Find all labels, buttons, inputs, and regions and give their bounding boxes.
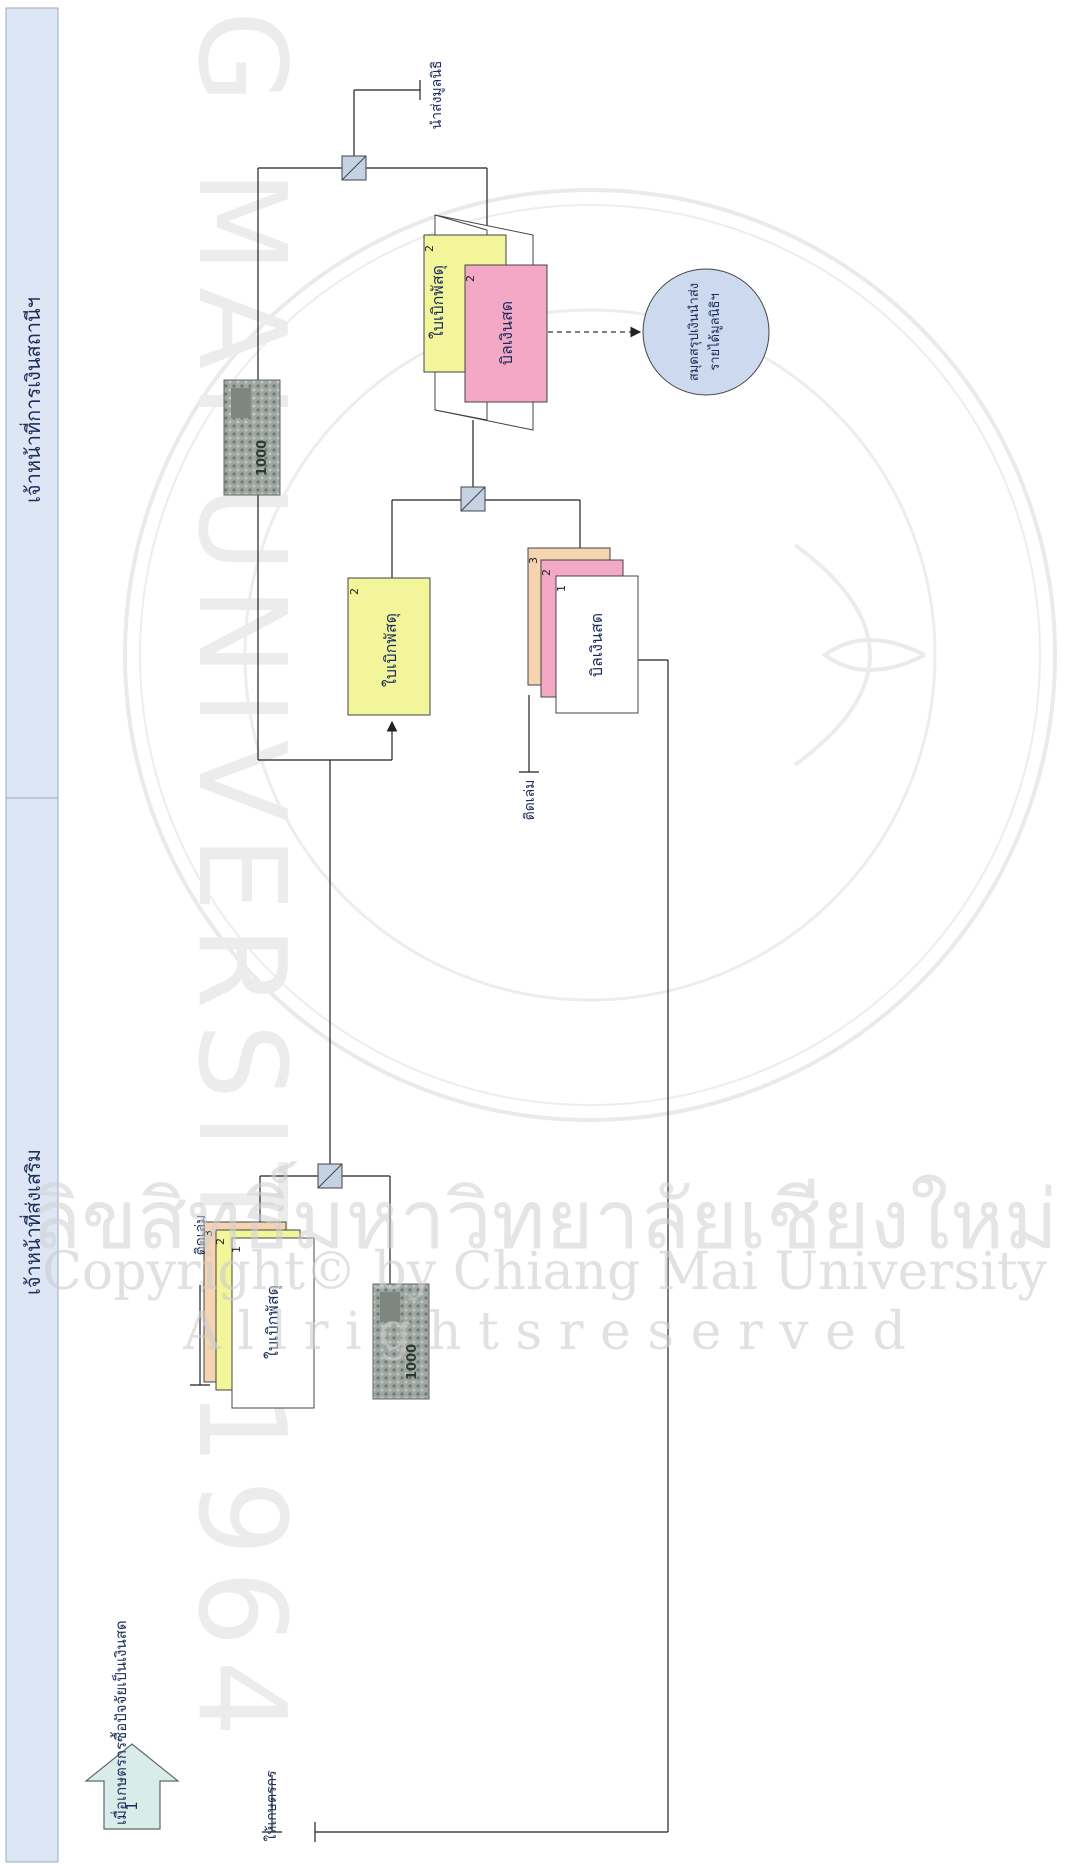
merge-box-finance <box>461 487 485 511</box>
copy-number: 1 <box>555 585 568 592</box>
lane-header-finance-officer: เจ้าหน้าที่การเงินสถานีฯ <box>6 8 58 798</box>
copy-number: 2 <box>464 275 477 282</box>
requisition-copy-2: 2 ใบเบิกพัสดุ <box>348 578 430 715</box>
ledger-line-2: รายได้มูลนิธิฯ <box>707 293 723 371</box>
banknote-icon: 1000 <box>224 380 280 495</box>
label-submit-foundation: นำส่งมูลนิธิ <box>429 61 445 130</box>
ledger-line-1: สมุดสรุปเงินนำส่ง <box>687 283 702 381</box>
lane-label-extension-officer: เจ้าหน้าที่ส่งเสริม <box>19 1149 45 1295</box>
document-title: บิลเงินสด <box>587 613 606 677</box>
copy-number: 2 <box>348 588 361 595</box>
cash-bill-document-set: 3 2 1 บิลเงินสด <box>527 548 638 713</box>
start-step-description: เมื่อเกษตรกรซื้อปัจจัยเป็นเงินสด <box>110 1620 130 1825</box>
banknote-icon: 1000 <box>373 1284 429 1399</box>
copy-number: 2 <box>423 245 436 252</box>
submit-box-finance <box>342 156 366 180</box>
document-title: ใบเบิกพัสดุ <box>263 1285 283 1359</box>
merged-cash-bill-copy: 2 บิลเงินสด <box>464 265 547 402</box>
document-title: ใบเบิกพัสดุ <box>381 613 401 687</box>
document-title: ใบเบิกพัสดุ <box>428 265 448 339</box>
copy-number: 3 <box>527 557 540 564</box>
start-step-arrow: 1 <box>86 1744 178 1829</box>
copy-number: 1 <box>230 1246 243 1253</box>
merge-box-extension <box>318 1164 342 1188</box>
banknote-amount: 1000 <box>255 440 270 476</box>
label-to-farmer: ให้เกษตรกร <box>263 1770 280 1842</box>
lane-label-finance-officer: เจ้าหน้าที่การเงินสถานีฯ <box>19 297 45 503</box>
copy-number: 2 <box>214 1238 227 1245</box>
label-file-finance: ติดเล่ม <box>522 780 538 821</box>
lane-header-extension-officer: เจ้าหน้าที่ส่งเสริม <box>6 798 58 1862</box>
requisition-document-set: 3 2 1 ใบเบิกพัสดุ <box>202 1222 314 1408</box>
copy-number: 2 <box>540 569 553 576</box>
banknote-amount: 1000 <box>405 1344 420 1380</box>
svg-text:CHIANG MAI UNIVERSITY 1964: CHIANG MAI UNIVERSITY 1964 <box>171 0 310 1751</box>
university-seal-watermark: CHIANG MAI UNIVERSITY 1964 <box>125 0 1055 1751</box>
label-file-extension: ติดเล่ม <box>193 1215 209 1256</box>
document-title: บิลเงินสด <box>497 301 516 365</box>
ledger-record: สมุดสรุปเงินนำส่ง รายได้มูลนิธิฯ <box>643 269 769 395</box>
